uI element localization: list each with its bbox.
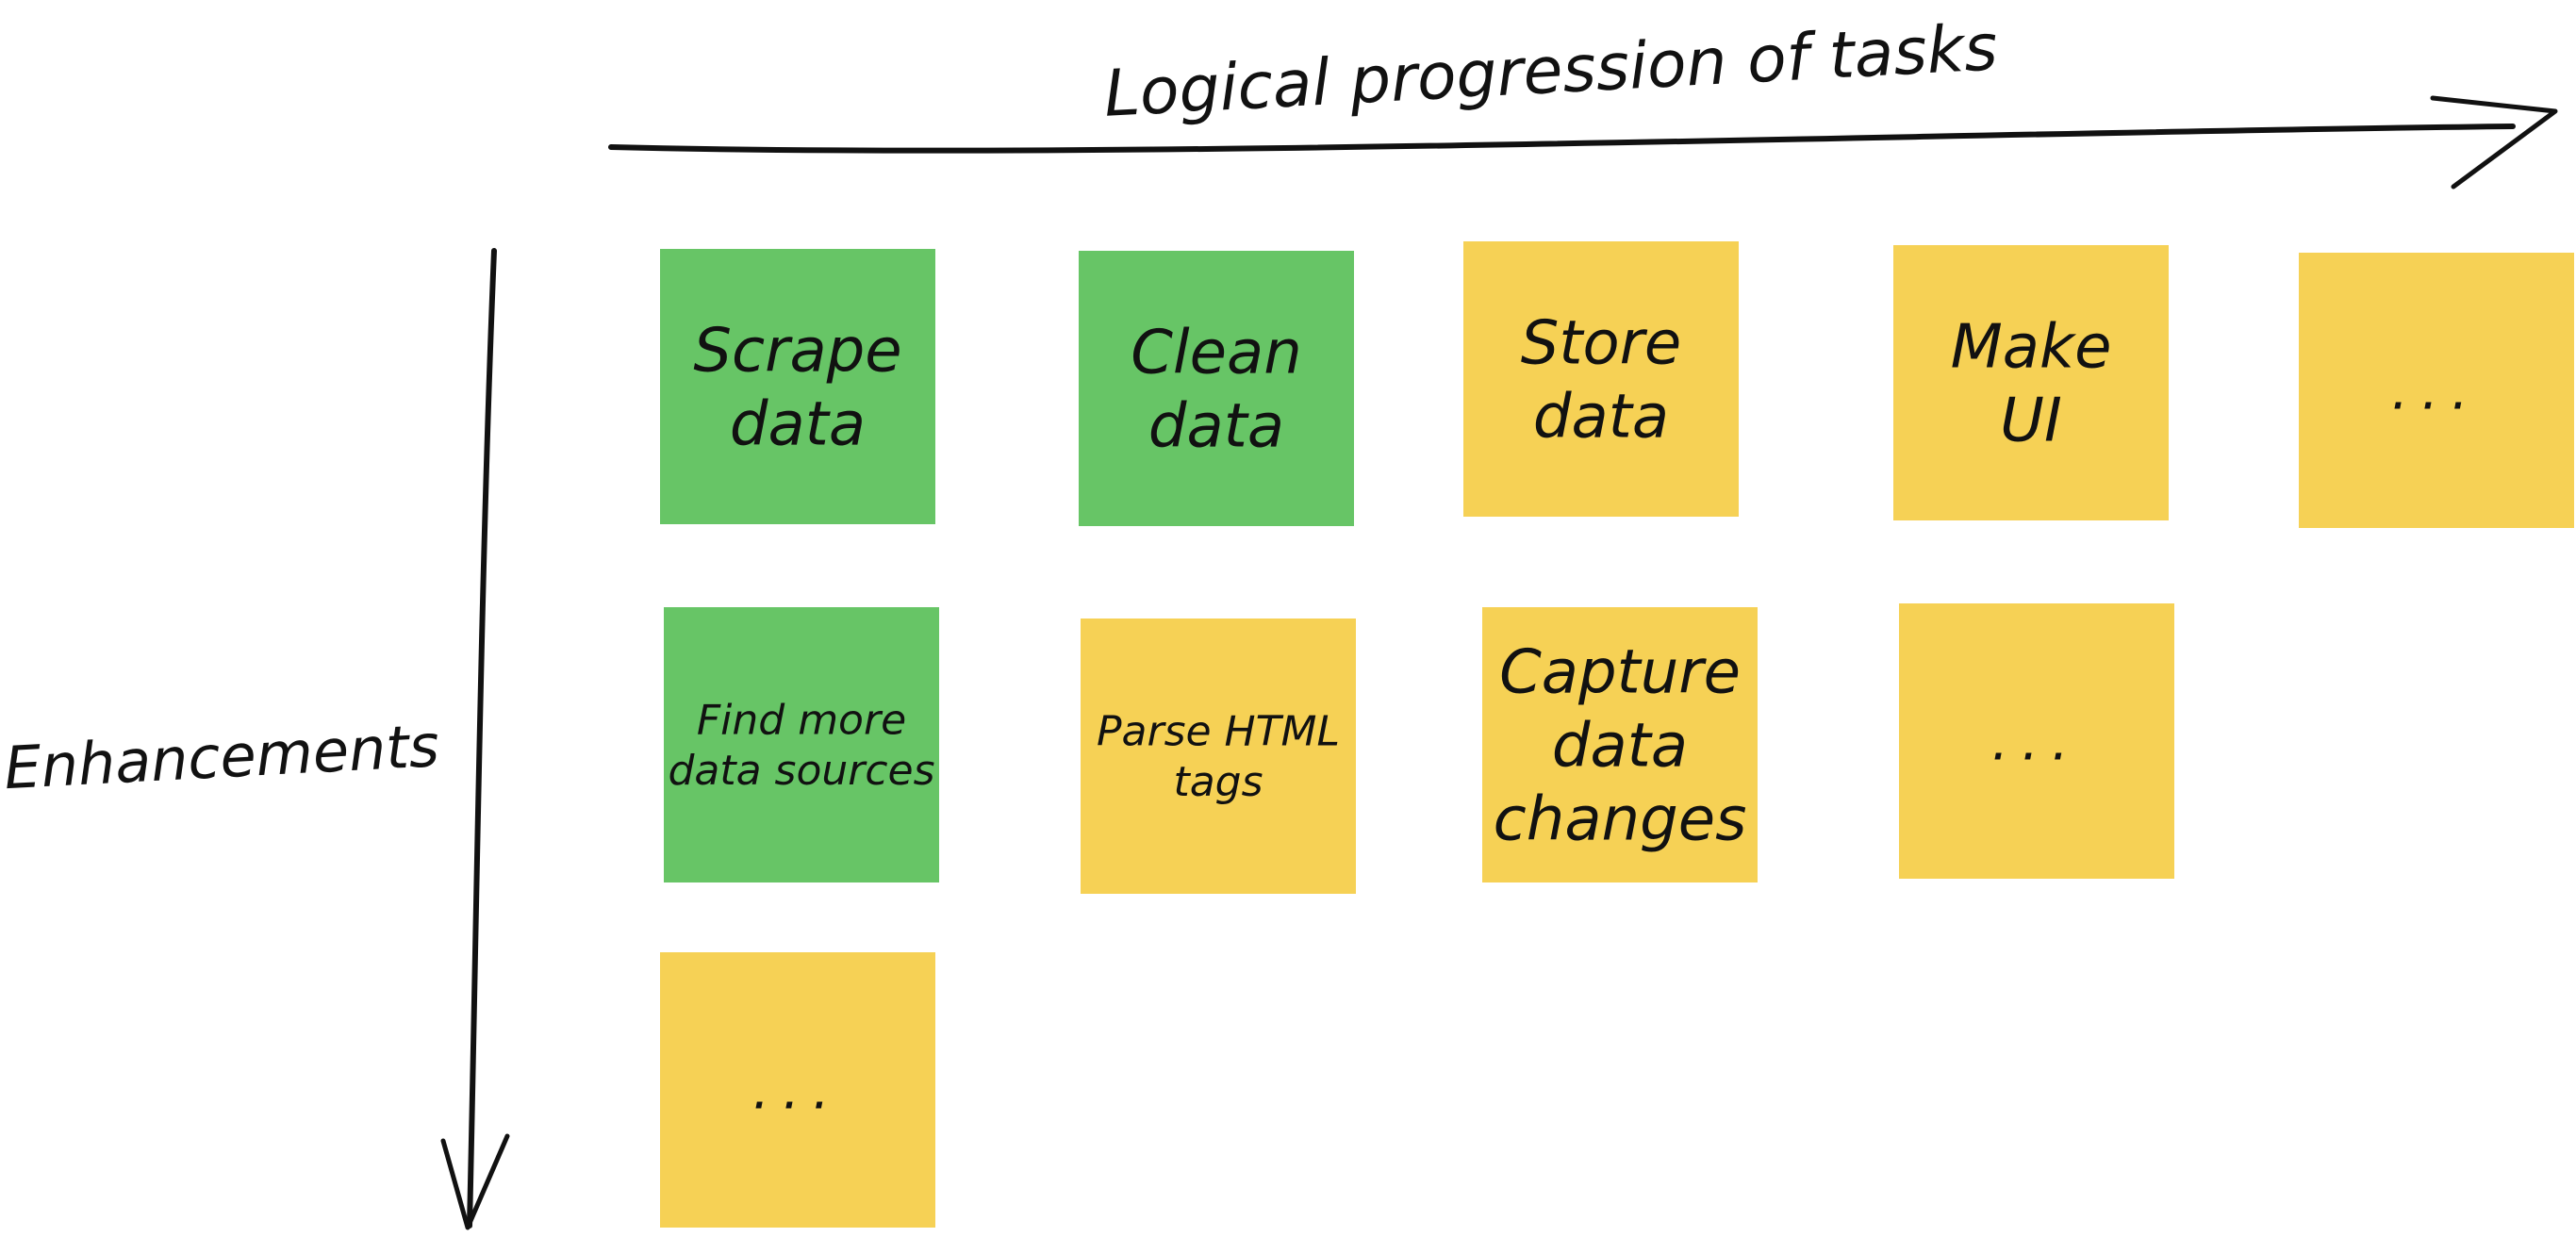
sticky-note-background xyxy=(1081,618,1356,894)
sticky-note-text-line: Scrape xyxy=(693,316,901,386)
sticky-note-background xyxy=(660,952,935,1228)
sticky-note-text-line: data xyxy=(1533,382,1669,452)
sticky-note-text-line: tags xyxy=(1173,758,1263,806)
sticky-note-background xyxy=(1899,603,2174,879)
sticky-note-background xyxy=(664,607,939,882)
sticky-note-r2-c4: ... xyxy=(1899,603,2174,879)
sticky-note-text-line: Clean xyxy=(1131,318,1302,388)
sticky-note-text-line: ... xyxy=(752,1061,842,1122)
vertical-arrowhead xyxy=(440,1133,510,1230)
sticky-note-text-line: Parse HTML xyxy=(1097,708,1340,756)
sticky-note-text-line: data xyxy=(1552,711,1688,781)
horizontal-axis-line xyxy=(608,124,2516,154)
horizontal-axis-arrow xyxy=(608,95,2558,190)
vertical-axis-label: Enhancements xyxy=(3,711,441,802)
sticky-note-background xyxy=(1463,241,1739,517)
sticky-note-text-line: Find more xyxy=(697,697,906,745)
vertical-axis-arrow xyxy=(440,248,510,1230)
sticky-note-r3-c1: ... xyxy=(660,952,935,1228)
sticky-note-text-line: data xyxy=(1148,391,1284,461)
sticky-notes: ScrapedataCleandataStoredataMakeUI...Fin… xyxy=(660,241,2574,1228)
sticky-note-text-line: Capture xyxy=(1499,637,1741,707)
sticky-note-text-line: data sources xyxy=(668,747,934,795)
sticky-note-text-line: UI xyxy=(2000,386,2062,455)
sticky-note-r1-c5: ... xyxy=(2299,253,2574,528)
sticky-note-background xyxy=(2299,253,2574,528)
sticky-note-text-line: changes xyxy=(1494,784,1747,854)
sticky-note-text-line: data xyxy=(730,389,866,459)
vertical-axis-line xyxy=(467,248,497,1229)
sticky-note-text-line: ... xyxy=(1991,712,2081,773)
horizontal-arrowhead xyxy=(2430,95,2558,190)
sticky-note-background xyxy=(1893,245,2169,520)
horizontal-axis-label: Logical progression of tasks xyxy=(1102,10,1999,132)
sticky-note-background xyxy=(1482,607,1758,882)
sticky-note-background xyxy=(1079,251,1354,526)
sticky-note-text-line: Store xyxy=(1521,308,1682,378)
sticky-note-text-line: Make xyxy=(1951,312,2112,382)
sticky-note-background xyxy=(660,249,935,524)
sticky-note-text-line: ... xyxy=(2391,361,2481,422)
